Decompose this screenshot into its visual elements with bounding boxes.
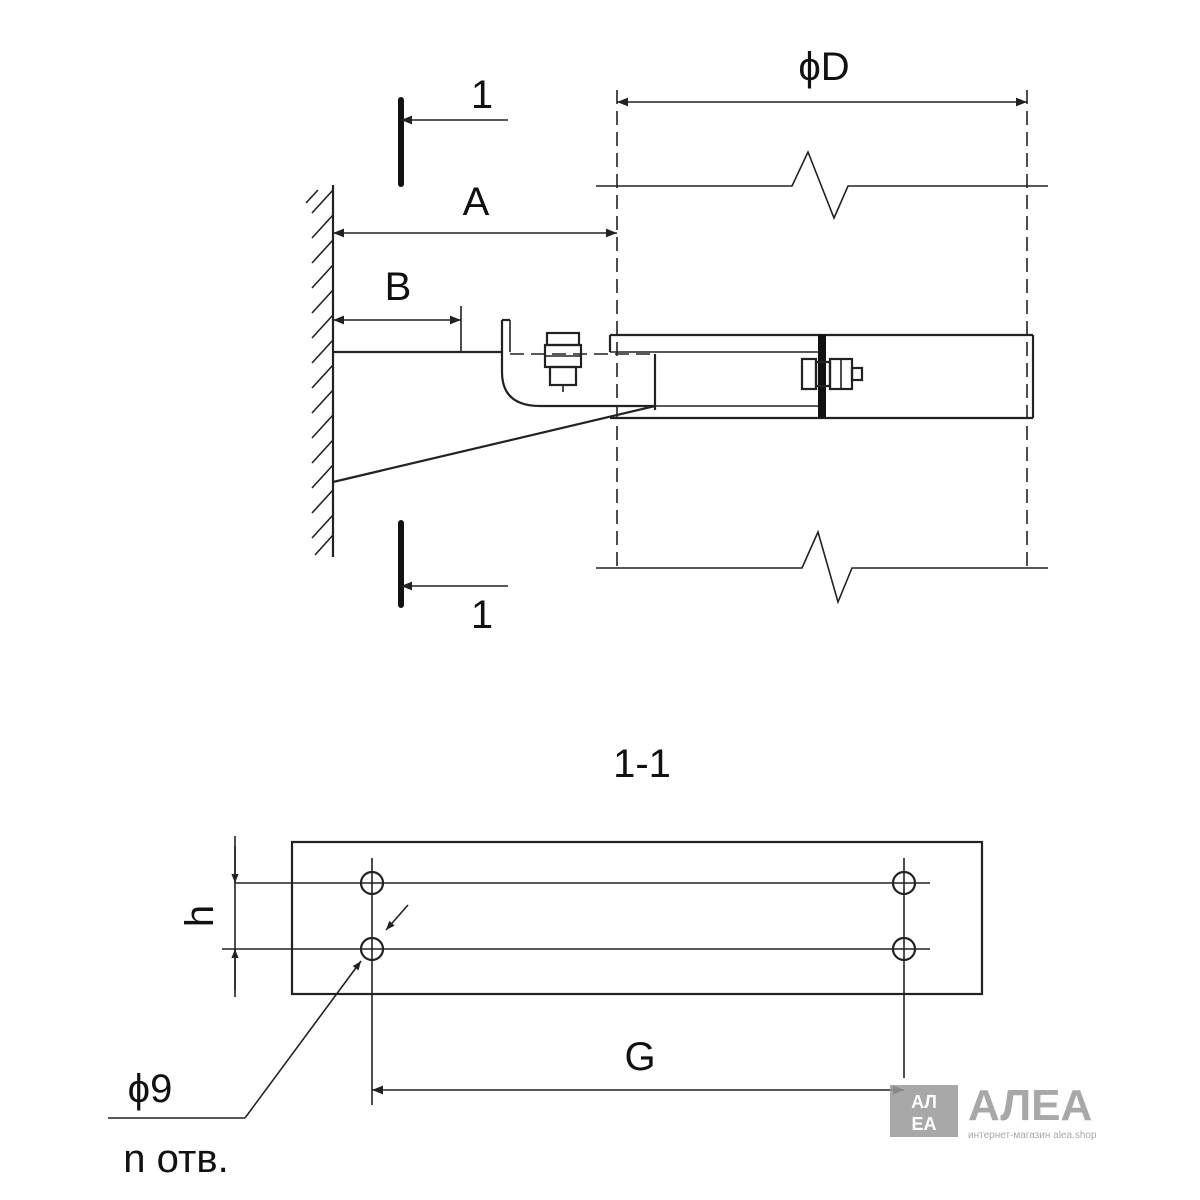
mounting-hole [891, 870, 917, 896]
wall [305, 185, 335, 557]
dimension-diameter: ϕD [617, 45, 1027, 107]
clamp-band [608, 333, 1035, 420]
section-marker-bottom-label: 1 [471, 593, 493, 637]
bolt-upper [543, 331, 583, 392]
dimension-a: A [333, 180, 617, 238]
hole-count-label: n отв. [123, 1137, 228, 1181]
dimension-diameter-label: ϕD [798, 45, 849, 89]
hole-diameter-label: ϕ9 [128, 1067, 173, 1111]
wall-hatching [305, 189, 334, 556]
section-marker-top: 1 [398, 73, 508, 187]
dimension-h-label: h [178, 905, 222, 927]
section-marker-bottom: 1 [398, 520, 508, 637]
mounting-plate [222, 840, 984, 1105]
dimension-b: B [333, 265, 462, 352]
dimension-h: h [178, 836, 239, 997]
pipe-outline [596, 90, 1048, 605]
mounting-hole [359, 936, 385, 962]
watermark-logo [890, 1085, 958, 1137]
bolt-clamp [800, 357, 864, 391]
dimension-g: G [372, 1035, 904, 1095]
mounting-hole [359, 870, 385, 896]
watermark: АЛ ЕА АЛЕА интернет-магазин alea.shop [890, 1081, 1097, 1141]
watermark-logo-letters-bottom: ЕА [911, 1114, 936, 1134]
dimension-g-label: G [624, 1035, 655, 1079]
watermark-logo-letters-top: АЛ [911, 1092, 937, 1112]
hole-diameter-leader: ϕ9 n отв. [108, 904, 409, 1181]
section-marker-top-label: 1 [471, 73, 493, 117]
watermark-brand: АЛЕА [968, 1081, 1092, 1130]
mounting-hole [891, 936, 917, 962]
clamp-gasket [818, 335, 826, 418]
section-title: 1-1 [613, 742, 671, 786]
bracket [332, 318, 657, 484]
dimension-a-label: A [463, 180, 490, 224]
dimension-b-label: B [385, 265, 412, 309]
watermark-tagline: интернет-магазин alea.shop [968, 1130, 1097, 1141]
